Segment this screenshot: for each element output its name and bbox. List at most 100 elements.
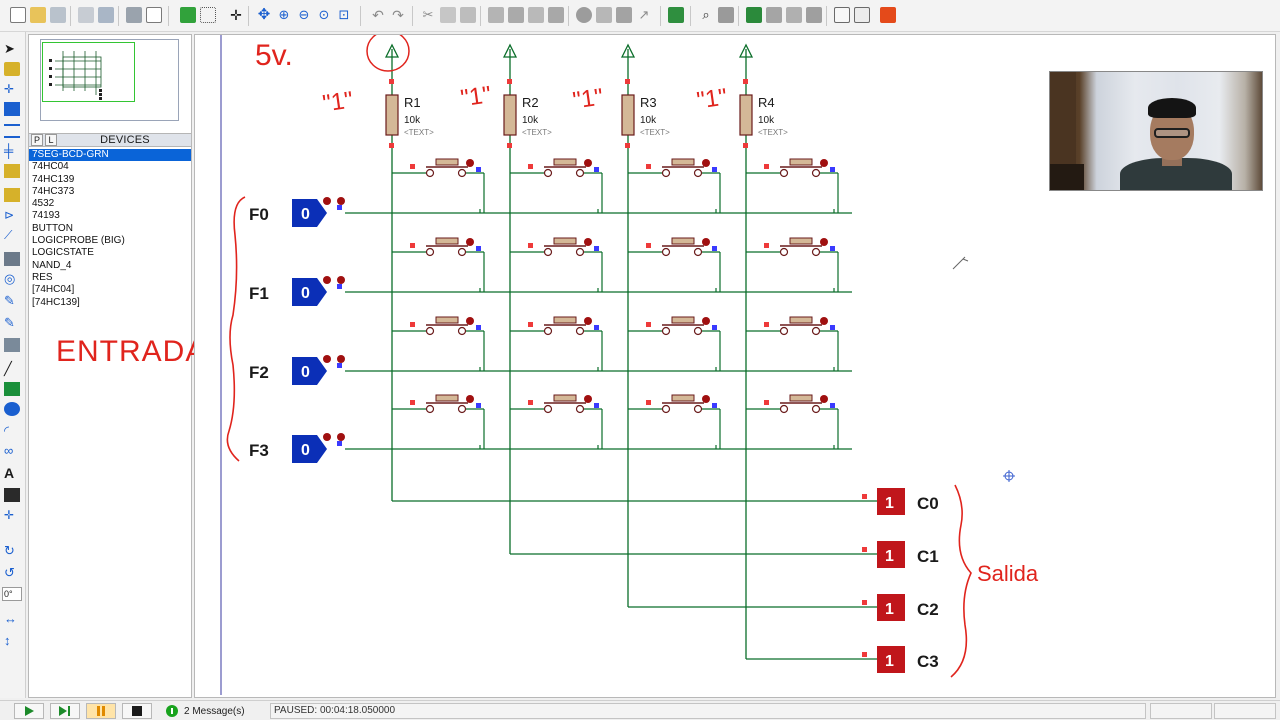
decompose-icon[interactable]: ↗ (638, 7, 650, 22)
exit-to-parent-icon[interactable] (786, 7, 802, 23)
voltage-probe-icon[interactable]: ✎ (4, 293, 15, 308)
path-icon[interactable]: ∞ (4, 443, 14, 458)
open-folder-icon[interactable] (30, 7, 46, 23)
bus-icon[interactable]: ╪ (4, 143, 14, 158)
switch-button-cap[interactable] (671, 394, 695, 402)
logic-state-input[interactable] (292, 199, 327, 227)
zoom-out-icon[interactable]: ⊖ (298, 7, 310, 22)
generator-icon[interactable]: ◎ (4, 271, 16, 286)
device-list-item[interactable]: 7SEG-BCD-GRN (29, 149, 191, 162)
netlist-icon[interactable] (854, 7, 870, 23)
switch-button-cap[interactable] (671, 158, 695, 166)
switch-button-cap[interactable] (553, 237, 577, 245)
line-icon[interactable]: ╱ (4, 361, 12, 376)
remove-sheet-icon[interactable] (766, 7, 782, 23)
block-delete-icon[interactable] (548, 7, 564, 23)
paste-icon[interactable] (460, 7, 476, 23)
stop-button[interactable] (122, 703, 152, 719)
library-manager-button[interactable]: L (45, 134, 57, 146)
block-copy-icon[interactable] (488, 7, 504, 23)
junction-dot-icon[interactable]: ✛ (4, 82, 15, 96)
current-probe-icon[interactable]: ✎ (4, 315, 15, 330)
block-move-icon[interactable] (508, 7, 524, 23)
switch-button-cap[interactable] (435, 316, 459, 324)
switch-button-cap[interactable] (789, 237, 813, 245)
pause-button[interactable] (86, 703, 116, 719)
device-list-item[interactable]: 74193 (32, 210, 60, 222)
copy-icon[interactable] (440, 7, 456, 23)
packaging-tool-icon[interactable] (616, 7, 632, 23)
pick-devices-button[interactable]: P (31, 134, 43, 146)
bill-of-materials-icon[interactable] (834, 7, 850, 23)
text-icon[interactable]: A (4, 465, 15, 481)
device-list-item[interactable]: 74HC139 (32, 173, 75, 185)
undo-icon[interactable]: ↶ (372, 7, 384, 23)
logic-probe-output[interactable] (877, 488, 905, 515)
save-icon[interactable] (50, 7, 66, 23)
switch-button-cap[interactable] (671, 316, 695, 324)
zoom-in-icon[interactable]: ⊕ (278, 7, 290, 22)
mirror-vertical-icon[interactable]: ↕ (4, 633, 11, 648)
resistor-body[interactable] (621, 94, 635, 136)
marker-icon[interactable]: ✛ (4, 508, 15, 522)
switch-button-cap[interactable] (671, 237, 695, 245)
arc-icon[interactable]: ◜ (4, 423, 10, 438)
device-list-item[interactable]: 74HC373 (32, 185, 75, 197)
grid-icon[interactable] (200, 7, 216, 23)
switch-button-cap[interactable] (553, 316, 577, 324)
resistor-body[interactable] (385, 94, 399, 136)
print-icon[interactable] (126, 7, 142, 23)
selection-mode-icon[interactable]: ➤ (4, 41, 15, 56)
resistor-body[interactable] (739, 94, 753, 136)
subcircuit-icon[interactable] (4, 164, 20, 178)
rotation-angle-field[interactable]: 0° (2, 587, 22, 601)
rotate-clockwise-icon[interactable]: ↻ (4, 543, 15, 558)
pan-icon[interactable]: ✥ (257, 6, 271, 23)
device-pins-icon[interactable]: ⊳ (4, 208, 15, 222)
zoom-area-icon[interactable]: ⊡ (338, 7, 350, 22)
switch-button-cap[interactable] (789, 158, 813, 166)
redo-icon[interactable]: ↷ (392, 7, 404, 23)
zoom-all-icon[interactable]: ⊙ (318, 7, 330, 22)
cut-icon[interactable]: ✂ (422, 7, 434, 22)
export-icon[interactable] (98, 7, 114, 23)
search-icon[interactable]: ⌕ (702, 7, 710, 22)
logic-state-input[interactable] (292, 278, 327, 306)
redraw-icon[interactable] (180, 7, 196, 23)
logic-probe-output[interactable] (877, 541, 905, 568)
schematic-drawing[interactable]: R110k<TEXT>R210k<TEXT>R310k<TEXT>R410k<T… (195, 35, 1277, 699)
device-list-item[interactable]: [74HC04] (32, 284, 75, 296)
logic-state-input[interactable] (292, 357, 327, 385)
play-button[interactable] (14, 703, 44, 719)
new-sheet-icon[interactable] (746, 7, 762, 23)
wire-autorouter-icon[interactable] (668, 7, 684, 23)
switch-button-cap[interactable] (789, 394, 813, 402)
logic-state-input[interactable] (292, 435, 327, 463)
make-device-icon[interactable] (596, 7, 612, 23)
switch-button-cap[interactable] (789, 316, 813, 324)
device-list-item[interactable]: RES (32, 271, 53, 283)
component-mode-icon[interactable] (4, 62, 20, 76)
overview-viewport[interactable] (42, 42, 135, 102)
netlist-to-ares-icon[interactable] (880, 7, 896, 23)
switch-button-cap[interactable] (553, 394, 577, 402)
origin-icon[interactable]: ✛ (230, 7, 242, 23)
graph-icon[interactable]: ⟋ (4, 228, 13, 242)
switch-button-cap[interactable] (435, 237, 459, 245)
device-list-item[interactable]: 74HC04 (32, 161, 69, 173)
resistor-body[interactable] (503, 94, 517, 136)
zoom-to-child-icon[interactable] (806, 7, 822, 23)
device-list-item[interactable]: BUTTON (32, 222, 73, 234)
text-script-icon[interactable] (4, 124, 20, 138)
device-list-item[interactable]: [74HC139] (32, 296, 80, 308)
switch-button-cap[interactable] (553, 158, 577, 166)
step-button[interactable] (50, 703, 80, 719)
property-tool-icon[interactable] (718, 7, 734, 23)
switch-button-cap[interactable] (435, 394, 459, 402)
print-area-icon[interactable] (146, 7, 162, 23)
logic-probe-output[interactable] (877, 594, 905, 621)
pick-device-icon[interactable] (576, 7, 592, 23)
overview-window[interactable] (40, 39, 179, 121)
wire-label-icon[interactable] (4, 102, 20, 116)
